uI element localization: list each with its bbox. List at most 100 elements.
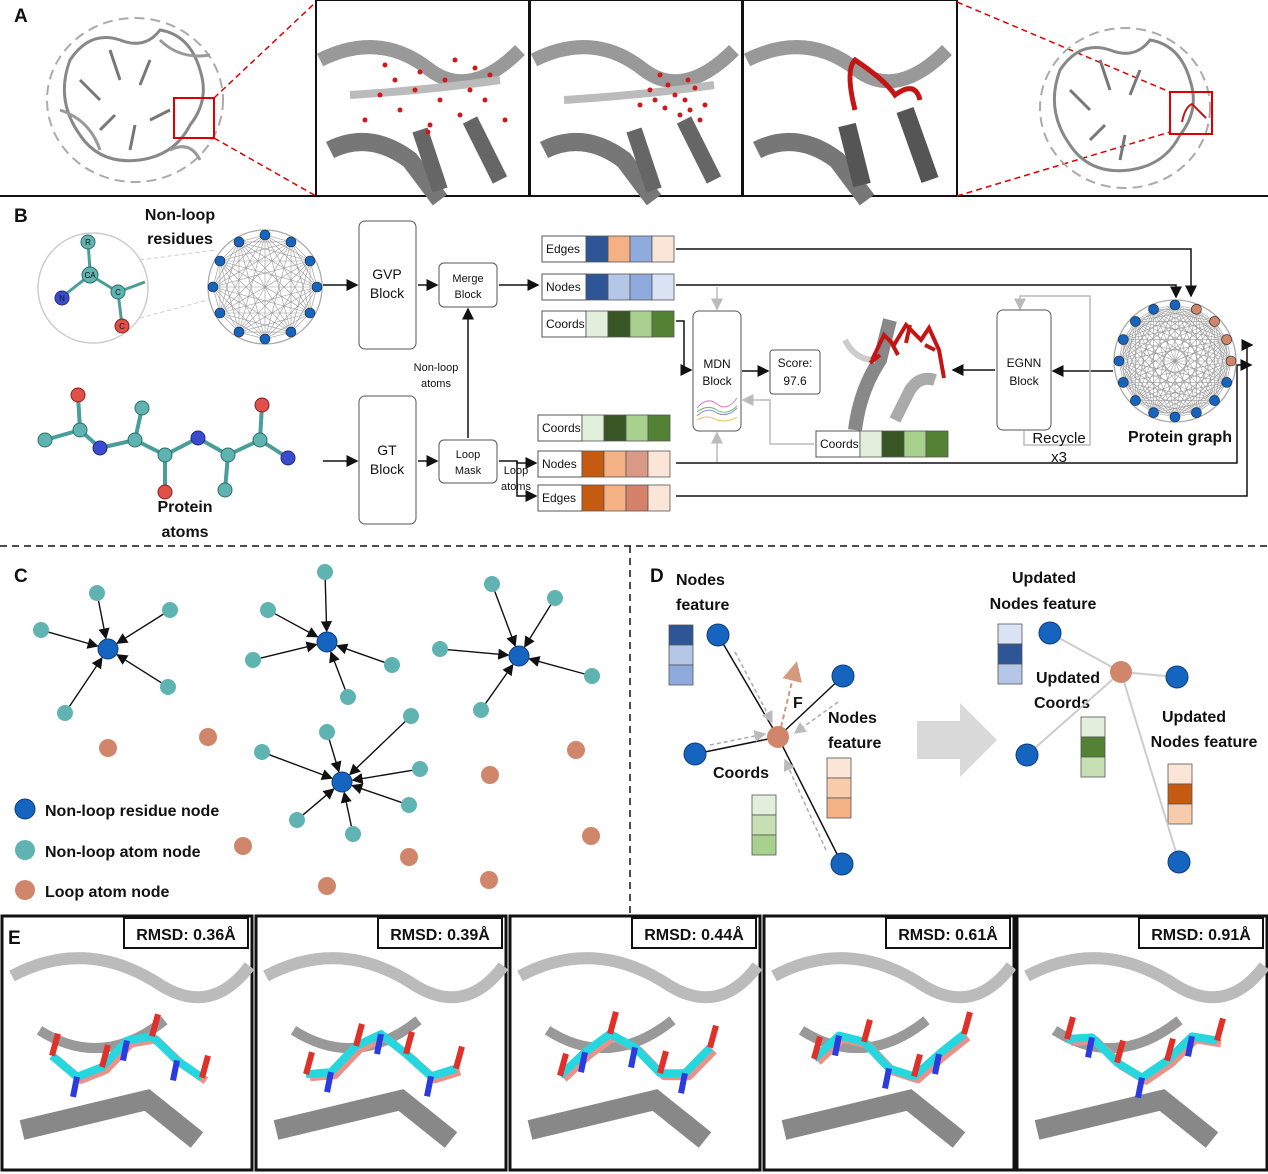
svg-text:EGNN: EGNN: [1007, 356, 1042, 370]
legend-label: Non-loop atom node: [45, 844, 201, 861]
feature-cell: [603, 484, 627, 512]
protein-atoms-label-2: atoms: [161, 524, 208, 541]
panel-c: C Non-loop residue node Non-loop atom no…: [14, 564, 600, 901]
vector-cell: [668, 664, 694, 686]
feature-cell: [629, 310, 653, 338]
nonloop-atoms-label: atoms: [421, 378, 451, 390]
graph-node: [214, 255, 226, 267]
gt-block: GT Block: [358, 395, 417, 525]
panel-e-letter: E: [8, 928, 21, 949]
legend-swatch-loop: [15, 880, 35, 900]
egnn-update-before: [683, 623, 855, 876]
loop-atom-node: [481, 766, 499, 784]
svg-text:Merge: Merge: [452, 273, 483, 285]
structure-panel: RMSD: 0.44Å: [508, 914, 763, 1172]
nodes-feature-label: feature: [676, 597, 729, 614]
nonloop-atom-node: [89, 585, 105, 601]
nonloop-atom-node: [254, 744, 270, 760]
graph-node: [1191, 303, 1202, 315]
legend-label: Loop atom node: [45, 884, 170, 901]
svg-text:Block: Block: [370, 285, 405, 301]
recycle-label: Recycle: [1032, 430, 1085, 447]
vector-cell: [1167, 763, 1193, 785]
graph-node: [1225, 355, 1237, 367]
graph-node: [207, 281, 219, 293]
loop-atom-node: [582, 827, 600, 845]
zoom-line: [956, 1, 1171, 93]
atom-o-label: C: [119, 322, 125, 331]
feature-bar-label: Edges: [542, 491, 576, 505]
nonloop-atom-node: [289, 812, 305, 828]
graph-node: [233, 326, 245, 338]
graph-node: [1113, 355, 1125, 367]
feature-bar-label: Coords: [820, 437, 859, 451]
feature-cell: [647, 450, 671, 478]
vector-cell: [1167, 783, 1193, 805]
updated-coords-vector: [1080, 716, 1106, 778]
protein-atoms-label-1: Protein: [157, 499, 212, 516]
loop-edges-feature-bar: Edges: [537, 484, 671, 512]
feature-cell: [651, 273, 675, 301]
atom-c-label: C: [115, 288, 121, 297]
loop-atom-node: [234, 837, 252, 855]
feature-bar-label: Coords: [542, 421, 581, 435]
force-label: F: [793, 695, 803, 712]
graph-node: [1191, 407, 1202, 419]
updated-nodes-feature-vector: [997, 623, 1023, 685]
vector-cell: [1080, 756, 1106, 778]
vector-cell: [826, 757, 852, 779]
score-value: 97.6: [783, 374, 807, 388]
nonloop-atom-node: [401, 797, 417, 813]
feature-cell: [647, 484, 671, 512]
svg-text:Block: Block: [1009, 374, 1039, 388]
nonloop-atom-node: [317, 564, 333, 580]
structure-panel: RMSD: 0.36Å: [0, 914, 255, 1172]
graph-node: [1130, 395, 1141, 406]
nodes-feature-label: Nodes: [828, 710, 877, 727]
updated-coords-label: Updated: [1036, 670, 1100, 687]
graph-node: [1169, 299, 1181, 311]
protein-graph: [1113, 299, 1237, 423]
vector-cell: [668, 624, 694, 646]
vector-cell: [1167, 803, 1193, 825]
rmsd-value: RMSD: 0.39Å: [390, 925, 490, 944]
graph-node: [214, 307, 226, 319]
nonloop-atom-node: [584, 668, 600, 684]
protein-graph-label: Protein graph: [1128, 429, 1232, 446]
score-label: Score:: [778, 356, 813, 370]
merge-block: Merge Block: [438, 262, 498, 308]
feature-cell: [585, 273, 609, 301]
graph-node: [1221, 377, 1233, 388]
nonloop-atom-node: [57, 705, 73, 721]
loop-atom-node: [318, 877, 336, 895]
updated-coords-label: Coords: [1034, 695, 1090, 712]
svg-text:Mask: Mask: [455, 465, 482, 477]
gvp-block: GVP Block: [358, 220, 417, 350]
big-arrow: [917, 703, 997, 777]
graph-node: [1148, 407, 1159, 419]
feature-cell: [629, 235, 653, 263]
rmsd-value: RMSD: 0.91Å: [1151, 925, 1251, 944]
residue-graph: [207, 229, 323, 345]
vector-cell: [997, 643, 1023, 665]
graph-node: [1209, 395, 1220, 406]
vector-cell: [1080, 736, 1106, 758]
residue-inset: R CA N C C: [37, 232, 216, 344]
graph-node: [311, 281, 323, 293]
vector-cell: [826, 777, 852, 799]
vector-cell: [668, 644, 694, 666]
rmsd-label-box: RMSD: 0.44Å: [631, 917, 757, 949]
updated-loop-nodes-vector: [1167, 763, 1193, 825]
updated-nodes-feature-label: Updated: [1162, 709, 1226, 726]
graph-node: [233, 236, 245, 248]
zoom-line: [213, 1, 317, 99]
feature-cell: [903, 430, 927, 458]
zoom-panel-converging: [529, 0, 743, 206]
rmsd-value: RMSD: 0.36Å: [136, 925, 236, 944]
protein-left-image: [46, 17, 224, 183]
legend: Non-loop residue node Non-loop atom node…: [14, 798, 219, 901]
feature-bar-label: Nodes: [546, 280, 581, 294]
loop-atoms-label: atoms: [501, 481, 531, 493]
feature-cell: [581, 414, 605, 442]
